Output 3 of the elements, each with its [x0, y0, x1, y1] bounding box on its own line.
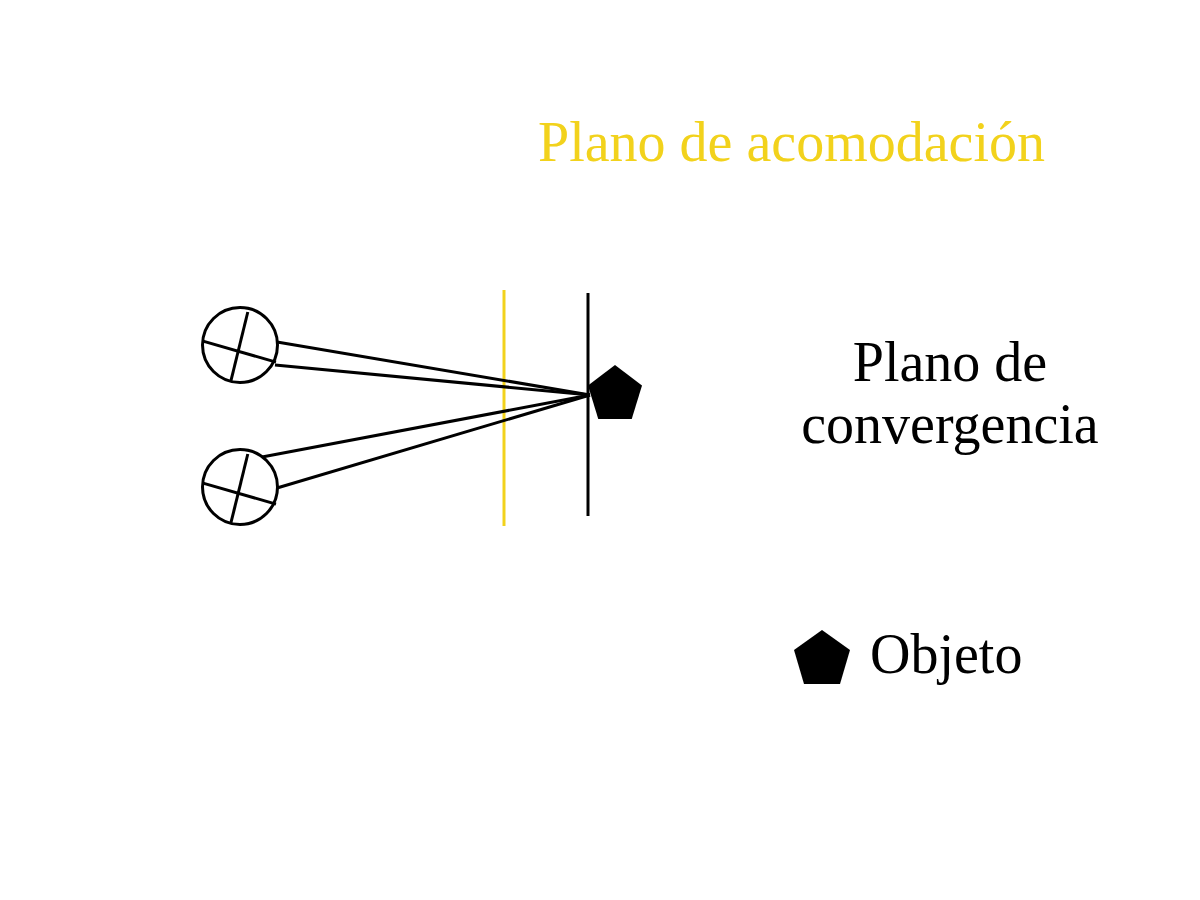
plane-label: Plano de acomodación — [538, 112, 1046, 174]
plane-label: Plano de convergencia — [800, 332, 1100, 456]
legend-text: Objeto — [870, 624, 1023, 686]
